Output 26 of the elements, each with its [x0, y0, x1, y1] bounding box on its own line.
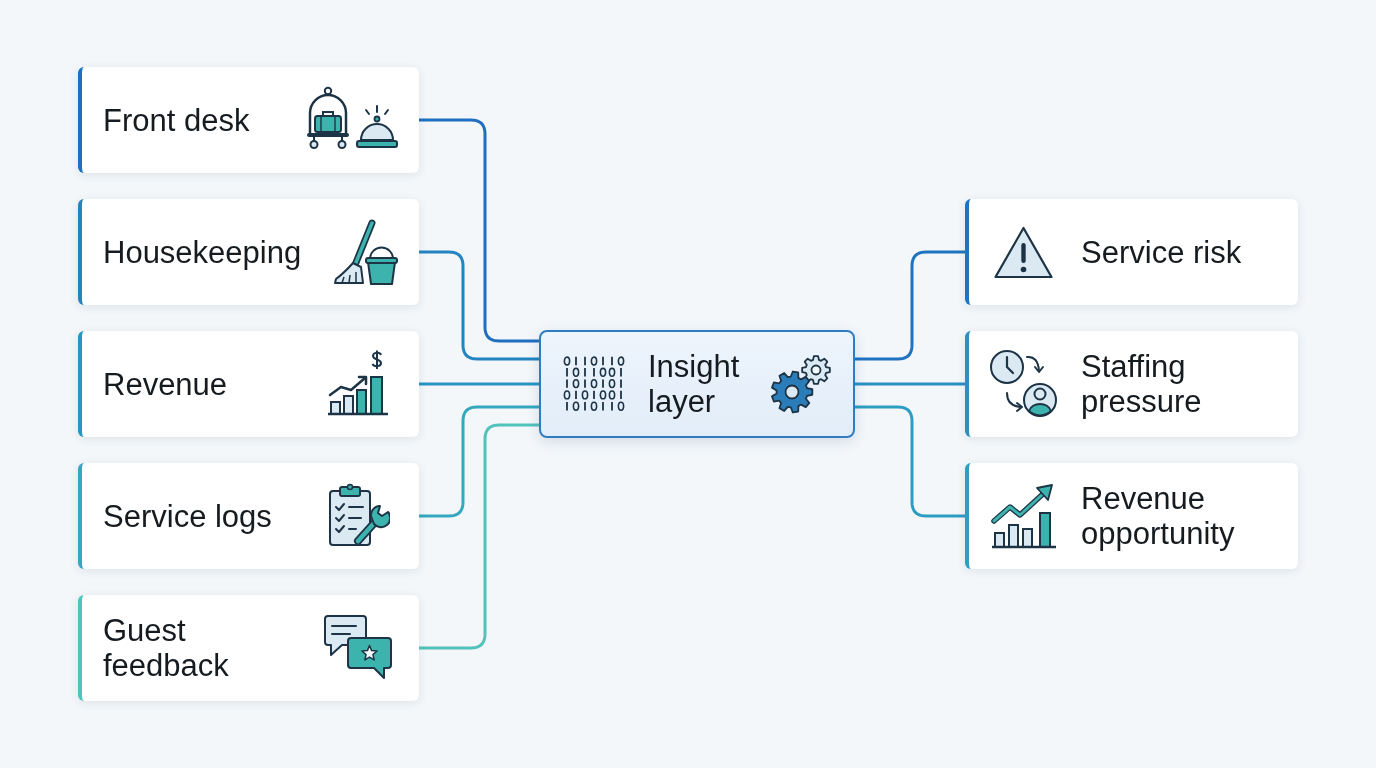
output-label: Revenue opportunity [1081, 481, 1236, 551]
source-card [78, 331, 419, 437]
connector-line [419, 423, 539, 650]
output-label: Staffing pressure [1081, 349, 1203, 419]
output-card [965, 199, 1298, 305]
connector-line [855, 405, 965, 518]
source-label: Housekeeping [103, 234, 303, 270]
source-card [78, 463, 419, 569]
source-card [78, 595, 419, 701]
connector-line [419, 250, 539, 361]
source-label: Service logs [103, 498, 273, 534]
insight-box [539, 330, 855, 438]
source-card [78, 199, 419, 305]
output-label: Service risk [1081, 234, 1243, 270]
source-label: Guest feedback [103, 613, 230, 683]
connector-line [419, 405, 539, 518]
connector-line [855, 382, 965, 386]
source-label: Revenue [103, 366, 229, 402]
insight-label: Insight layer [648, 349, 741, 419]
source-card [78, 67, 419, 173]
connector-line [419, 382, 539, 386]
source-label: Front desk [103, 102, 251, 138]
output-card [965, 463, 1298, 569]
connector-line [855, 250, 965, 361]
output-card [965, 331, 1298, 437]
connector-line [419, 118, 539, 343]
